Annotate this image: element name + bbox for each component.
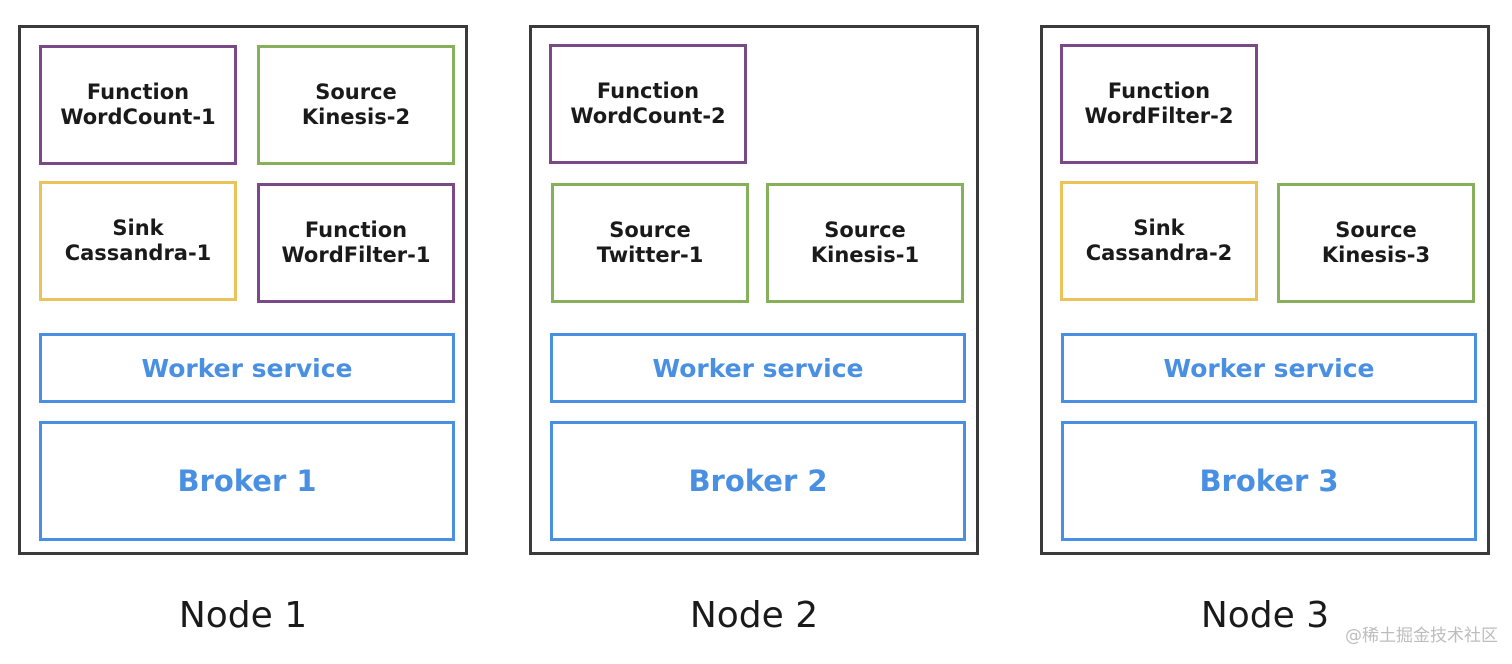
component-name: Kinesis-3 bbox=[1321, 243, 1431, 267]
component-name: WordCount-2 bbox=[570, 104, 726, 128]
source-twitter-1-box: Source Twitter-1 bbox=[551, 183, 749, 303]
worker-service-box: Worker service bbox=[1061, 333, 1477, 403]
broker-box: Broker 1 bbox=[39, 421, 455, 541]
component-kind: Function bbox=[86, 80, 190, 104]
function-wordcount-2-box: Function WordCount-2 bbox=[549, 44, 747, 164]
component-name: Cassandra-2 bbox=[1085, 241, 1233, 265]
node-3-container: Function WordFilter-2 Sink Cassandra-2 S… bbox=[1040, 25, 1490, 555]
source-kinesis-2-box: Source Kinesis-2 bbox=[257, 45, 455, 165]
component-kind: Source bbox=[315, 80, 397, 104]
function-wordfilter-1-box: Function WordFilter-1 bbox=[257, 183, 455, 303]
component-kind: Function bbox=[304, 218, 408, 242]
component-kind: Source bbox=[824, 218, 906, 242]
component-name: Twitter-1 bbox=[596, 243, 704, 267]
source-kinesis-1-box: Source Kinesis-1 bbox=[766, 183, 964, 303]
component-kind: Function bbox=[596, 79, 700, 103]
broker-box: Broker 2 bbox=[550, 421, 966, 541]
node-label: Node 2 bbox=[689, 595, 819, 636]
component-name: WordCount-1 bbox=[60, 105, 216, 129]
component-name: WordFilter-1 bbox=[281, 243, 431, 267]
component-kind: Source bbox=[609, 218, 691, 242]
component-kind: Sink bbox=[1133, 216, 1185, 240]
source-kinesis-3-box: Source Kinesis-3 bbox=[1277, 183, 1475, 303]
sink-cassandra-1-box: Sink Cassandra-1 bbox=[39, 181, 237, 301]
node-label: Node 1 bbox=[178, 595, 308, 636]
watermark: @稀土掘金技术社区 bbox=[1345, 626, 1498, 646]
sink-cassandra-2-box: Sink Cassandra-2 bbox=[1060, 181, 1258, 301]
node-label: Node 3 bbox=[1200, 595, 1330, 636]
function-wordfilter-2-box: Function WordFilter-2 bbox=[1060, 44, 1258, 164]
component-kind: Sink bbox=[112, 216, 164, 240]
worker-service-box: Worker service bbox=[39, 333, 455, 403]
component-name: WordFilter-2 bbox=[1084, 104, 1234, 128]
broker-box: Broker 3 bbox=[1061, 421, 1477, 541]
node-2-container: Function WordCount-2 Source Twitter-1 So… bbox=[529, 25, 979, 555]
node-1-container: Function WordCount-1 Source Kinesis-2 Si… bbox=[18, 25, 468, 555]
component-name: Kinesis-2 bbox=[301, 105, 411, 129]
worker-service-box: Worker service bbox=[550, 333, 966, 403]
component-name: Kinesis-1 bbox=[810, 243, 920, 267]
function-wordcount-1-box: Function WordCount-1 bbox=[39, 45, 237, 165]
component-kind: Source bbox=[1335, 218, 1417, 242]
component-kind: Function bbox=[1107, 79, 1211, 103]
component-name: Cassandra-1 bbox=[64, 241, 212, 265]
